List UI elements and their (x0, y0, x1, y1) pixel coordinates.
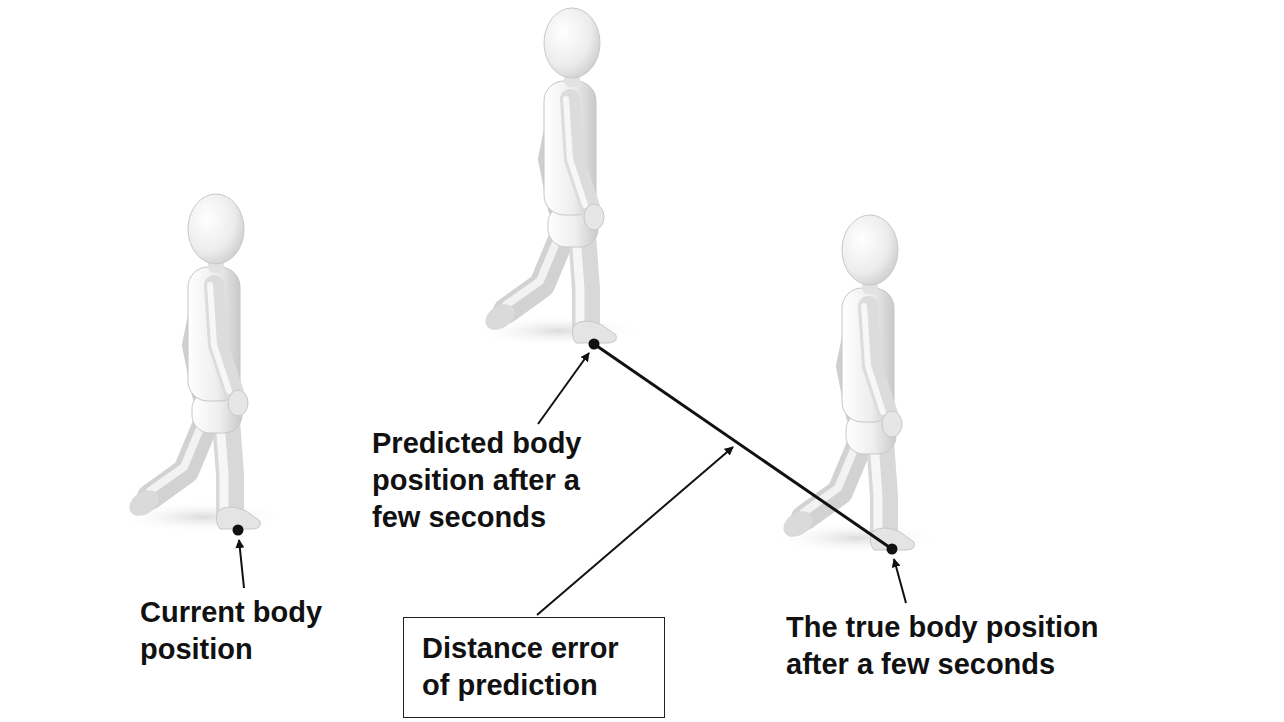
callout-box: Distance error of prediction (403, 617, 665, 718)
position-dot (887, 544, 898, 555)
position-label: Current body position (140, 594, 370, 668)
position-label: Predicted body position after a few seco… (372, 425, 622, 536)
position-label: The true body position after a few secon… (786, 609, 1158, 683)
position-dot (589, 339, 600, 350)
error-line (594, 344, 892, 549)
box-text: Distance error of prediction (422, 630, 646, 704)
position-dot (233, 525, 244, 536)
leader-arrow (239, 540, 244, 588)
leader-arrow (894, 559, 906, 603)
leader-arrow (538, 353, 589, 424)
